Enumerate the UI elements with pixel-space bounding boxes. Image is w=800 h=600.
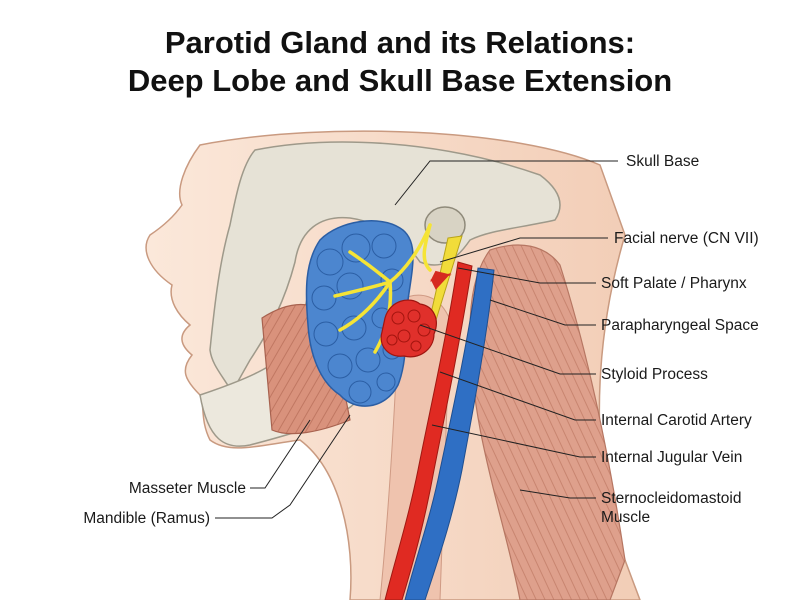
skull-base-bone xyxy=(209,141,561,394)
leader-lines xyxy=(215,160,618,519)
mastoid-process xyxy=(424,206,466,244)
extension-arrow xyxy=(430,270,452,290)
label-parapharyngeal-space: Parapharyngeal Space xyxy=(601,317,759,334)
label-scm-line-2: Muscle xyxy=(601,509,651,526)
label-mandible-ramus: Mandible (Ramus) xyxy=(83,510,210,527)
title-block: Parotid Gland and its Relations: Deep Lo… xyxy=(0,24,800,100)
facial-nerve-branches xyxy=(333,223,432,354)
label-facial-nerve: Facial nerve (CN VII) xyxy=(614,230,759,247)
tumor-texture xyxy=(386,309,431,352)
label-masseter-muscle: Masseter Muscle xyxy=(128,480,246,497)
title-line-1: Parotid Gland and its Relations: xyxy=(164,25,636,60)
label-internal-jugular-vein: Internal Jugular Vein xyxy=(601,449,743,466)
internal-carotid-artery-shape xyxy=(384,261,473,600)
title-line-2: Deep Lobe and Skull Base Extension xyxy=(127,63,673,98)
label-scm-line-1: Sternocleidomastoid xyxy=(601,490,742,507)
parotid-gland xyxy=(305,220,414,407)
label-soft-palate: Soft Palate / Pharynx xyxy=(601,275,747,292)
deep-lobe-tumor xyxy=(380,299,437,358)
label-styloid-process: Styloid Process xyxy=(601,366,708,383)
label-internal-carotid-artery: Internal Carotid Artery xyxy=(601,412,752,429)
label-sternocleidomastoid: Sternocleidomastoid Muscle xyxy=(601,489,741,527)
label-skull-base: Skull Base xyxy=(626,153,700,170)
internal-jugular-vein-shape xyxy=(404,267,495,600)
